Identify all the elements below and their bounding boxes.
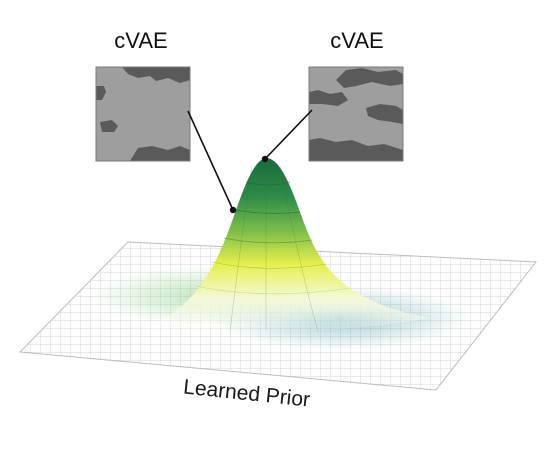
right-connector-line <box>264 109 313 160</box>
right-dark-blob-top <box>336 68 403 88</box>
left-panel-title: cVAE <box>114 28 167 53</box>
right-dark-blob-right <box>366 104 403 124</box>
right-dark-blob-bottom <box>309 138 403 161</box>
left-dark-blob-small <box>100 120 118 132</box>
learned-prior-caption: Learned Prior <box>182 375 311 411</box>
right-sample-point <box>261 155 269 163</box>
right-sample-image <box>308 66 404 162</box>
left-dark-blob-top <box>122 67 190 83</box>
connectors <box>187 109 313 214</box>
right-panel-title: cVAE <box>330 28 383 53</box>
prior-peak-surface <box>130 158 430 334</box>
left-sample-image <box>95 66 191 162</box>
right-dark-blob-middle <box>309 90 348 106</box>
left-connector-line <box>187 110 234 211</box>
left-dark-blob-side <box>96 86 106 100</box>
left-dark-blob-bottom <box>130 146 190 161</box>
left-sample-point <box>229 206 237 214</box>
